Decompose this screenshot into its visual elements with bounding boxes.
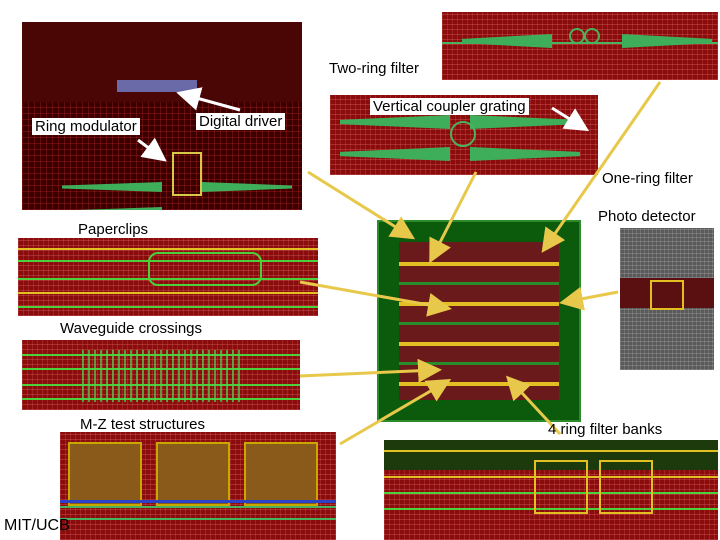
label-photo-detector: Photo detector (598, 208, 696, 225)
label-ring-modulator: Ring modulator (32, 118, 140, 135)
label-mz-test-structures: M-Z test structures (80, 416, 206, 433)
photo-detector-panel (620, 228, 714, 370)
two-ring-filter-panel (442, 12, 718, 80)
waveguide-crossings-panel (22, 340, 300, 410)
label-paperclips: Paperclips (78, 221, 149, 238)
label-digital-driver: Digital driver (196, 113, 286, 130)
four-ring-filter-banks-panel (384, 440, 718, 540)
mz-test-structures-panel (60, 432, 336, 540)
label-vertical-coupler-grating: Vertical coupler grating (370, 98, 529, 115)
label-waveguide-crossings: Waveguide crossings (60, 320, 203, 337)
label-two-ring-filter: Two-ring filter (326, 60, 423, 77)
label-one-ring-filter: One-ring filter (602, 170, 693, 187)
chip-die (377, 220, 581, 422)
label-four-ring-filter-banks: 4 ring filter banks (548, 421, 663, 438)
label-mit-ucb: MIT/UCB (4, 517, 70, 534)
paperclips-panel (18, 238, 318, 316)
